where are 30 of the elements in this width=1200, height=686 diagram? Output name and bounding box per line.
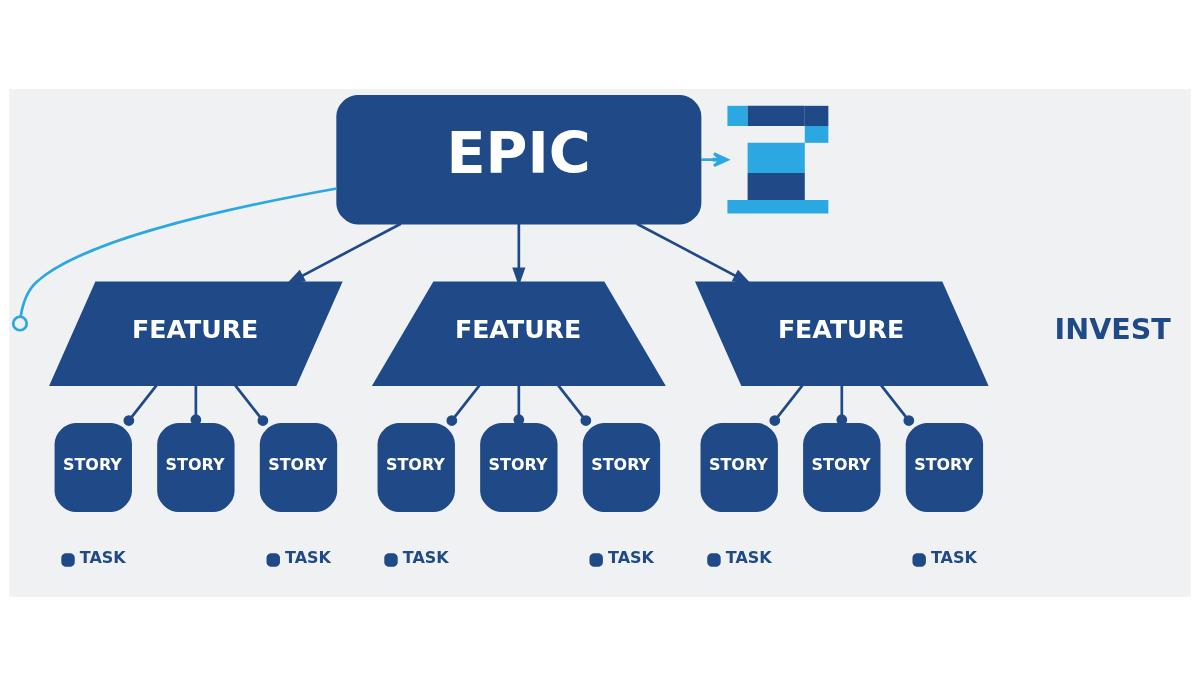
connector [190, 385, 202, 426]
connector [880, 384, 915, 426]
arrow [701, 152, 729, 168]
connector [557, 384, 592, 426]
node-label: TASK [79, 547, 126, 567]
connector [123, 384, 158, 426]
node-box: STORY [803, 422, 881, 513]
node-box: STORY [905, 422, 984, 513]
arrow [286, 222, 402, 285]
node-box: STORY [259, 422, 338, 513]
label: INVEST [1054, 311, 1171, 346]
connector [513, 385, 525, 426]
connector [19, 187, 338, 317]
node-box: STORY [480, 422, 558, 513]
arrow [636, 222, 752, 285]
connector [769, 384, 804, 426]
connector [234, 384, 269, 426]
node-box: EPIC [336, 94, 702, 225]
node-box: STORY [157, 422, 235, 513]
node-label: TASK [930, 547, 977, 567]
node-box: STORY [377, 422, 455, 513]
connector [446, 384, 481, 426]
node-box: STORY [582, 422, 661, 513]
node-box: STORY [700, 422, 778, 513]
connector [836, 385, 848, 426]
node-label: TASK [607, 547, 654, 567]
node-label: TASK [285, 547, 331, 567]
node-box: STORY [54, 422, 132, 513]
node-label: TASK [402, 547, 449, 567]
node-label: TASK [725, 547, 772, 567]
